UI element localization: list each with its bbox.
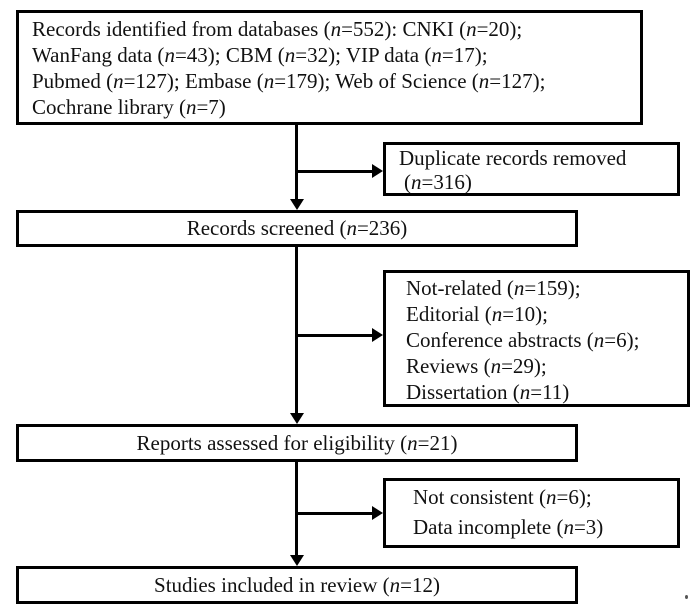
speck-artifact (685, 595, 688, 599)
box-text-line: Not-related (n=159); (406, 276, 581, 300)
reports-assessed-box: Reports assessed for eligibility (n=21) (16, 424, 578, 462)
reports-excluded-box: Not consistent (n=6); Data incomplete (n… (383, 478, 680, 548)
box-text-line: Reviews (n=29); (406, 354, 547, 378)
box-text-line: Records identified from databases (n=552… (32, 17, 523, 41)
connector-to-records-excluded (297, 334, 373, 337)
arrowhead-down-icon (290, 199, 304, 210)
box-text-line: Duplicate records removed (399, 146, 627, 170)
box-text-line: Reports assessed for eligibility (n=21) (136, 430, 458, 455)
arrowhead-down-icon (290, 555, 304, 566)
connector-to-reports-excluded (297, 512, 373, 515)
arrowhead-down-icon (290, 413, 304, 424)
records-excluded-box: Not-related (n=159); Editorial (n=10); C… (383, 270, 690, 407)
box-text-line: WanFang data (n=43); CBM (n=32); VIP dat… (32, 43, 488, 67)
box-text-line: Pubmed (n=127); Embase (n=179); Web of S… (32, 69, 546, 93)
records-screened-box: Records screened (n=236) (16, 210, 578, 247)
box-text-line: Not consistent (n=6); (413, 485, 592, 509)
connector-to-duplicates-removed (297, 170, 373, 173)
box-text-line: Data incomplete (n=3) (413, 515, 604, 539)
box-text-line: Editorial (n=10); (406, 302, 548, 326)
box-text-line: Dissertation (n=11) (406, 380, 570, 404)
box-text-line: Conference abstracts (n=6); (406, 328, 640, 352)
connector-assessed-to-included (295, 462, 298, 556)
box-text-line: Cochrane library (n=7) (32, 95, 226, 119)
duplicates-removed-box: Duplicate records removed (n=316) (383, 142, 680, 196)
arrowhead-right-icon (372, 164, 383, 178)
arrowhead-right-icon (372, 506, 383, 520)
connector-identification-to-screened (295, 125, 298, 201)
box-text-line: (n=316) (404, 170, 472, 194)
box-text-line: Studies included in review (n=12) (154, 572, 440, 597)
box-text-line: Records screened (n=236) (186, 216, 408, 240)
arrowhead-right-icon (372, 328, 383, 342)
identification-box: Records identified from databases (n=552… (16, 10, 643, 125)
studies-included-box: Studies included in review (n=12) (16, 566, 578, 604)
connector-screened-to-assessed (295, 247, 298, 414)
